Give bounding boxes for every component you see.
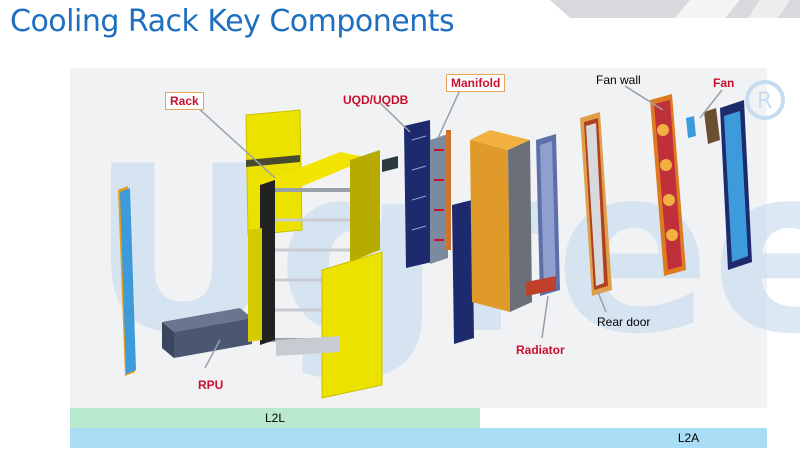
radiator-label: Radiator	[516, 343, 565, 357]
fan-module	[686, 100, 752, 270]
fan-wall-label: Fan wall	[596, 73, 641, 87]
svg-text:R: R	[757, 89, 772, 114]
cabinet-panel	[470, 130, 532, 312]
rpu-unit	[162, 308, 252, 358]
fanwall-leader	[624, 85, 664, 111]
rack-leader	[195, 105, 276, 179]
manifold-leader	[437, 89, 461, 139]
l2a-bar-label: L2A	[677, 431, 700, 445]
uqd-panel	[404, 120, 432, 268]
rpu-leader	[204, 339, 221, 369]
reardoor-leader	[597, 291, 607, 313]
l2l-bar-label: L2L	[264, 411, 286, 425]
rear-door-panel	[580, 112, 612, 296]
uqd-leader	[379, 102, 411, 133]
small-module	[382, 156, 398, 172]
manifold-pipes	[430, 130, 451, 264]
fan-label: Fan	[713, 76, 735, 90]
page-title: Cooling Rack Key Components	[10, 4, 455, 39]
fan-wall-panel	[650, 94, 686, 276]
header-decoration	[550, 0, 800, 18]
l2a-bar: L2A	[70, 428, 767, 448]
lower-navy-panel	[452, 200, 474, 344]
side-panel-blue	[118, 186, 136, 376]
manifold-label: Manifold	[446, 74, 506, 92]
rpu-label: RPU	[198, 378, 224, 392]
rear-door-label: Rear door	[597, 315, 651, 329]
radiator-unit	[526, 134, 560, 296]
registered-mark	[745, 80, 785, 120]
uqd-label: UQD/UQDB	[343, 93, 409, 107]
fan-leader	[699, 89, 723, 119]
rack-label: Rack	[165, 92, 204, 110]
l2l-bar: L2L	[70, 408, 480, 428]
radiator-leader	[541, 295, 549, 339]
